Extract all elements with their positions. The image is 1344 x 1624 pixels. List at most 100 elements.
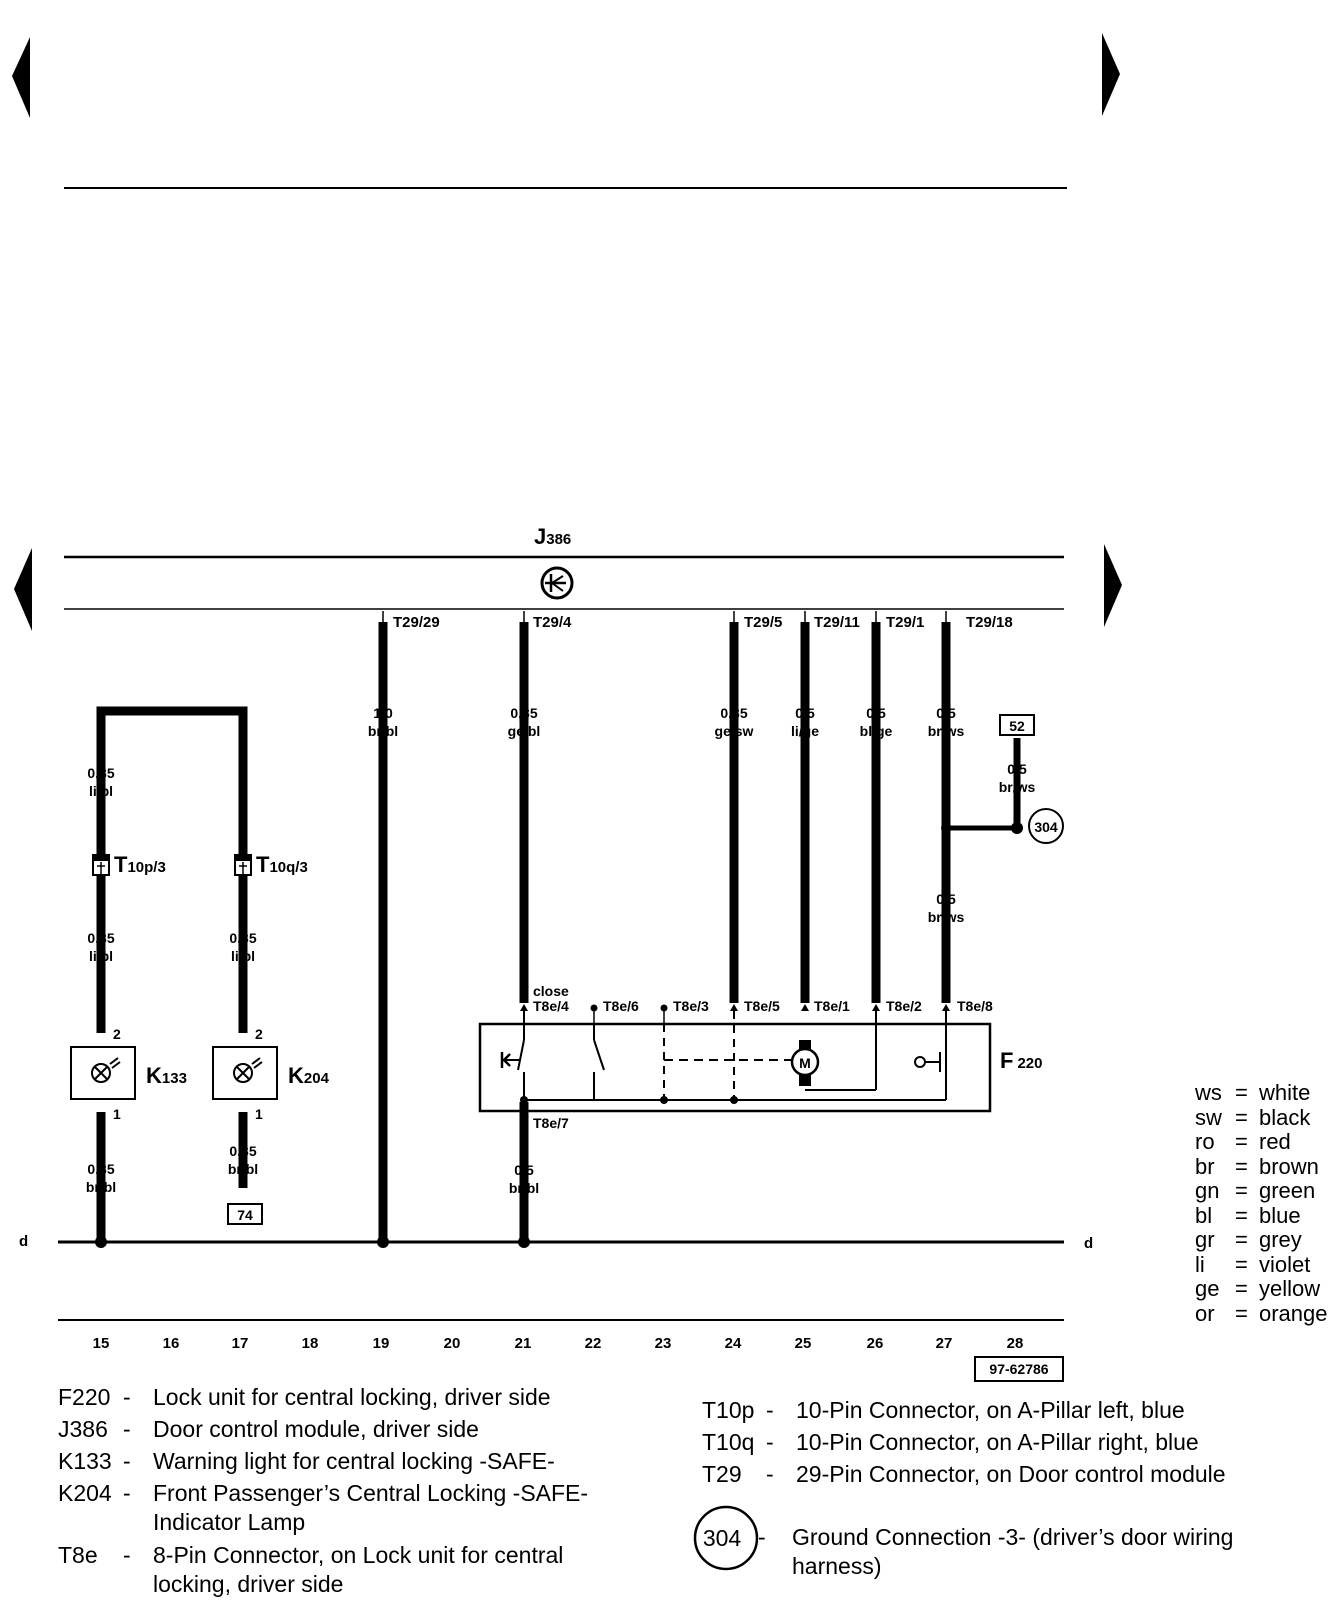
pin-t29-4: T29/4 bbox=[533, 614, 572, 631]
svg-text:1: 1 bbox=[255, 1106, 263, 1122]
key-item: J386-Door control module, driver side bbox=[58, 1416, 479, 1442]
lamp-icon bbox=[91, 1057, 121, 1083]
column-numbers: 15 16 17 18 19 20 21 22 23 24 25 26 27 2… bbox=[93, 1335, 1024, 1352]
svg-text:0,5: 0,5 bbox=[795, 705, 815, 721]
svg-text:K133: K133 bbox=[146, 1063, 187, 1088]
svg-text:15: 15 bbox=[93, 1335, 110, 1352]
svg-text:27: 27 bbox=[936, 1335, 953, 1352]
svg-text:M: M bbox=[799, 1055, 811, 1071]
legend-row: gn=green bbox=[1195, 1178, 1316, 1203]
pin-t8e-7: T8e/7 bbox=[533, 1115, 569, 1131]
motor-icon: M bbox=[790, 1040, 820, 1086]
prev-section-arrow-icon[interactable] bbox=[14, 548, 32, 631]
svg-text:52: 52 bbox=[1009, 718, 1025, 734]
wire-color-legend: ws=white sw=black ro=red br=brown gn=gre… bbox=[1195, 1080, 1335, 1326]
ground-bus-label-right: d bbox=[1084, 1235, 1093, 1252]
svg-text:0,5: 0,5 bbox=[514, 1162, 534, 1178]
ground-bus: d d bbox=[19, 823, 1093, 1252]
svg-text:br/ws: br/ws bbox=[928, 723, 965, 739]
svg-text:0,5: 0,5 bbox=[936, 705, 956, 721]
svg-text:br/ws: br/ws bbox=[928, 909, 965, 925]
svg-text:ge/bl: ge/bl bbox=[508, 723, 541, 739]
legend-row: br=brown bbox=[1195, 1153, 1319, 1179]
svg-text:bl/ge: bl/ge bbox=[860, 723, 893, 739]
legend-row: bl=blue bbox=[1195, 1202, 1301, 1228]
connector-t10q: T10q/3 bbox=[234, 852, 308, 877]
svg-text:0,35: 0,35 bbox=[87, 1161, 114, 1177]
svg-text:22: 22 bbox=[585, 1335, 602, 1352]
svg-text:2: 2 bbox=[255, 1026, 263, 1042]
svg-text:li/bl: li/bl bbox=[231, 948, 255, 964]
key-item: K204-Front Passenger’s Central Locking -… bbox=[58, 1480, 589, 1535]
svg-text:0,35: 0,35 bbox=[229, 1143, 256, 1159]
lamp-icon bbox=[233, 1057, 263, 1083]
module-label: J386 bbox=[534, 524, 571, 549]
svg-text:23: 23 bbox=[655, 1335, 672, 1352]
doc-number-box: 97-62786 bbox=[974, 1356, 1064, 1382]
pin-t8e-1: T8e/1 bbox=[814, 998, 850, 1014]
svg-text:br/bl: br/bl bbox=[228, 1161, 258, 1177]
key-item: K133-Warning light for central locking -… bbox=[58, 1448, 555, 1474]
component-k133: 2 1 K133 bbox=[70, 1023, 187, 1122]
prev-page-arrow-icon[interactable] bbox=[12, 37, 30, 118]
pin-t8e-3: T8e/3 bbox=[673, 998, 709, 1014]
lock-icon bbox=[500, 1052, 511, 1068]
svg-text:28: 28 bbox=[1007, 1335, 1024, 1352]
legend-row: or=orange bbox=[1195, 1300, 1328, 1326]
svg-text:19: 19 bbox=[373, 1335, 390, 1352]
pin-close-label: close bbox=[533, 983, 569, 999]
svg-text:25: 25 bbox=[795, 1335, 812, 1352]
svg-text:K204: K204 bbox=[288, 1063, 330, 1088]
svg-text:li/bl: li/bl bbox=[89, 783, 113, 799]
pin-t29-29: T29/29 bbox=[393, 614, 440, 631]
legend-row: gr=grey bbox=[1195, 1227, 1302, 1252]
legend-row: ge=yellow bbox=[1195, 1276, 1321, 1301]
svg-text:li/ge: li/ge bbox=[791, 723, 819, 739]
svg-text:24: 24 bbox=[725, 1335, 742, 1352]
t29-pins: T29/29 T29/4 T29/5 T29/11 T29/1 T29/18 bbox=[379, 611, 1013, 631]
pin-t8e-6: T8e/6 bbox=[603, 998, 639, 1014]
pin-t8e-4: T8e/4 bbox=[533, 998, 569, 1014]
svg-text:2: 2 bbox=[113, 1026, 121, 1042]
pin-t29-1: T29/1 bbox=[886, 614, 924, 631]
legend-row: sw=black bbox=[1195, 1104, 1311, 1130]
legend-row: li=violet bbox=[1195, 1251, 1311, 1277]
svg-text:1,0: 1,0 bbox=[373, 705, 393, 721]
svg-text:304: 304 bbox=[1034, 819, 1058, 835]
svg-text:0,5: 0,5 bbox=[1007, 761, 1027, 777]
svg-text:304: 304 bbox=[703, 1525, 742, 1551]
ref-box-74: 74 bbox=[227, 1203, 263, 1225]
svg-text:16: 16 bbox=[163, 1335, 180, 1352]
svg-text:br/ws: br/ws bbox=[999, 779, 1036, 795]
ground-bus-label-left: d bbox=[19, 1233, 28, 1250]
next-page-arrow-icon[interactable] bbox=[1102, 33, 1120, 116]
legend-row: ws=white bbox=[1195, 1080, 1311, 1105]
svg-text:1: 1 bbox=[113, 1106, 121, 1122]
component-k204: 2 1 K204 bbox=[212, 1023, 330, 1122]
next-section-arrow-icon[interactable] bbox=[1104, 544, 1122, 627]
ref-box-52: 52 bbox=[999, 714, 1035, 736]
ground-point-304: 304 bbox=[1011, 808, 1064, 844]
svg-text:0,35: 0,35 bbox=[720, 705, 747, 721]
svg-text:br/bl: br/bl bbox=[509, 1180, 539, 1196]
svg-text:F220: F220 bbox=[1000, 1048, 1042, 1073]
svg-text:18: 18 bbox=[302, 1335, 319, 1352]
component-key-left: F220-Lock unit for central locking, driv… bbox=[58, 1383, 658, 1603]
electronic-module-icon bbox=[540, 566, 574, 600]
svg-text:0,5: 0,5 bbox=[866, 705, 886, 721]
pin-t8e-5: T8e/5 bbox=[744, 998, 780, 1014]
pin-t8e-2: T8e/2 bbox=[886, 998, 922, 1014]
key-item: T10q-10-Pin Connector, on A-Pillar right… bbox=[702, 1429, 1199, 1455]
svg-text:0,35: 0,35 bbox=[229, 930, 256, 946]
switch-contact-icon bbox=[914, 1052, 941, 1072]
svg-text:26: 26 bbox=[867, 1335, 884, 1352]
svg-text:T10q/3: T10q/3 bbox=[256, 852, 308, 877]
svg-text:br/bl: br/bl bbox=[86, 1179, 116, 1195]
svg-text:74: 74 bbox=[237, 1207, 253, 1223]
svg-text:0,35: 0,35 bbox=[87, 930, 114, 946]
svg-text:T10p/3: T10p/3 bbox=[114, 852, 166, 877]
svg-text:li/bl: li/bl bbox=[89, 948, 113, 964]
svg-text:ge/sw: ge/sw bbox=[715, 723, 754, 739]
